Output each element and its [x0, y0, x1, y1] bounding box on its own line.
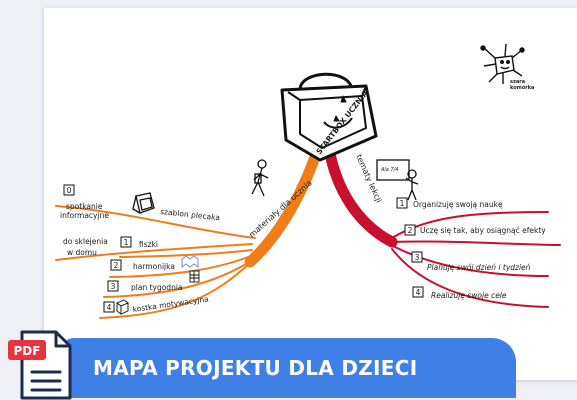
left-item-3-number: 1	[124, 238, 129, 247]
right-item-3-text: Planuję swój dzień i tydzień	[427, 263, 531, 272]
pdf-badge	[8, 340, 46, 360]
right-sub-branch-3	[392, 245, 549, 277]
logo-text-line2: komórka	[510, 84, 534, 91]
project-map-banner[interactable]	[60, 338, 516, 398]
right-sub-branch-4	[391, 248, 549, 308]
left-item-5-number: 3	[111, 282, 116, 291]
left-sub-branch-2	[109, 255, 252, 278]
left-item-6-text: kostka motywacyjna	[132, 294, 209, 314]
accordion-icon	[181, 255, 199, 268]
pdf-badge-text: PDF	[14, 344, 41, 358]
left-item-6-number: 4	[107, 303, 112, 312]
left-branch	[55, 148, 322, 319]
right-item-2-text: Uczę się tak, aby osiągnąć efekty	[420, 226, 546, 235]
right-branch	[324, 148, 561, 308]
dice-icon	[116, 299, 129, 315]
right-item-3-number-box	[411, 251, 423, 263]
right-item-2-number: 2	[408, 226, 413, 235]
banner-title[interactable]: MAPA PROJEKTU DLA DZIECI	[93, 356, 418, 380]
left-item-5-number-box	[107, 280, 119, 292]
left-sub-branch-0	[55, 205, 256, 239]
mind-map-card	[44, 8, 577, 380]
right-sub-branch-2	[392, 240, 561, 246]
left-item-0-number-box	[63, 184, 75, 196]
whiteboard-figure-icon	[376, 159, 419, 201]
left-main-branch	[244, 148, 322, 268]
left-sub-branch-1	[119, 249, 253, 258]
pdf-file-icon[interactable]: PDF	[6, 326, 76, 400]
szara-komorka-logo-icon	[480, 43, 525, 84]
right-item-1-text: Organizuję swoją naukę	[413, 200, 503, 209]
left-item-3-text: fiszki	[139, 240, 158, 249]
right-item-4-number-box	[412, 286, 424, 298]
backpack-template-icon	[132, 192, 155, 214]
left-item-2-line1: do sklejenia	[63, 237, 108, 246]
right-item-1-number-box	[396, 197, 408, 209]
right-main-branch	[324, 148, 398, 248]
right-item-3-number: 3	[415, 253, 420, 262]
left-item-4-number-box	[110, 259, 122, 271]
left-item-2-line2: w domu	[67, 248, 97, 257]
left-item-3-number-box	[120, 236, 132, 248]
left-item-4-number: 2	[114, 261, 119, 270]
left-item-0-line2: informacyjne	[60, 211, 109, 220]
left-item-4-text: harmonijka	[133, 262, 175, 271]
right-item-4-number: 4	[416, 288, 421, 297]
left-sub-branch-4	[99, 262, 251, 319]
right-item-4-text: Realizuję swoje cele	[431, 291, 507, 300]
left-item-0-number: 0	[67, 186, 72, 195]
weekly-plan-icon	[189, 270, 200, 283]
right-item-2-number-box	[404, 224, 416, 236]
logo-text-line1: szara	[510, 79, 525, 85]
left-item-6-number-box	[103, 301, 115, 313]
left-item-5-text: plan tygodnia	[131, 283, 183, 292]
whiteboard-text: Ala 7/4	[380, 167, 399, 173]
walking-figure-icon	[251, 159, 269, 197]
left-sub-branch-3	[103, 260, 252, 298]
left-item-1-text: szablon plecaka	[160, 207, 221, 222]
left-item-0-line1: spotkanie	[66, 202, 103, 211]
backpack-illustration	[280, 72, 378, 162]
left-sub-branch-glue	[55, 243, 253, 261]
right-item-1-number: 1	[400, 199, 405, 208]
